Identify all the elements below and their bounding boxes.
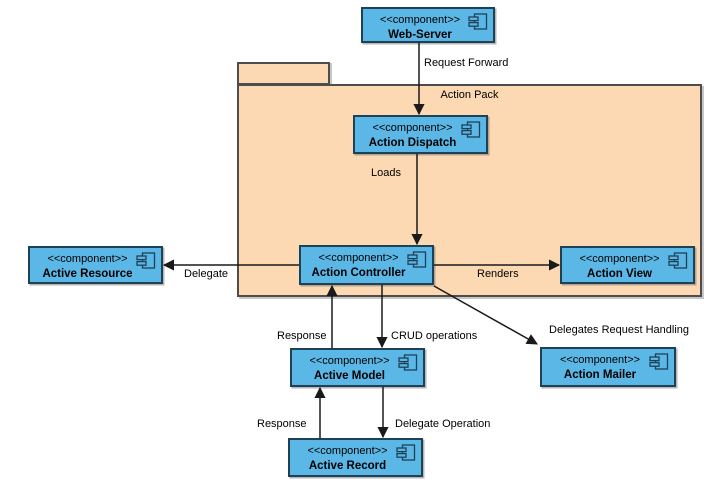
component-active-model: <<component>> Active Model <box>290 348 425 387</box>
component-action-view: <<component>> Action View <box>560 246 695 284</box>
component-stereotype: <<component>> <box>47 253 128 265</box>
component-action-mailer: <<component>> Action Mailer <box>540 347 676 387</box>
edge-label-request-forward: Request Forward <box>424 57 509 69</box>
component-icon <box>136 252 156 269</box>
edge-label-delegate-operation: Delegate Operation <box>395 418 491 430</box>
edge-label-delegates-request-handling: Delegates Request Handling <box>549 324 690 336</box>
component-stereotype: <<component>> <box>559 354 641 366</box>
component-name: Action Controller <box>311 267 406 279</box>
component-icon <box>668 252 688 269</box>
edge-label-delegate: Delegate <box>184 268 229 280</box>
component-stereotype: <<component>> <box>318 252 399 264</box>
component-action-dispatch: <<component>> Action Dispatch <box>353 115 488 154</box>
component-name: Active Resource <box>42 268 133 280</box>
component-stereotype: <<component>> <box>309 355 390 367</box>
edge-label-loads: Loads <box>371 167 401 179</box>
component-name: Action Mailer <box>563 369 637 381</box>
edge-label-renders: Renders <box>477 268 519 280</box>
component-name: Active Record <box>308 460 387 472</box>
component-stereotype: <<component>> <box>372 122 453 134</box>
component-stereotype: <<component>> <box>307 445 388 457</box>
component-name: Active Model <box>314 370 385 382</box>
component-icon <box>468 13 488 30</box>
edge-label-response-model-to-controller: Response <box>277 330 327 342</box>
component-icon <box>649 353 669 370</box>
component-name: Action Dispatch <box>368 137 457 149</box>
component-stereotype: <<component>> <box>379 14 461 26</box>
component-icon <box>398 354 418 371</box>
component-web-server: <<component>> Web-Server <box>361 7 495 43</box>
edge-label-response-record-to-model: Response <box>257 418 307 430</box>
package-label: Action Pack <box>440 89 499 101</box>
component-active-record: <<component>> Active Record <box>288 438 423 477</box>
component-name: Action View <box>587 268 652 280</box>
edge-label-crud-operations: CRUD operations <box>391 330 478 342</box>
component-icon <box>396 444 416 461</box>
component-action-controller: <<component>> Action Controller <box>299 245 434 285</box>
component-icon <box>461 121 481 138</box>
package-tab <box>237 62 330 85</box>
component-name: Web-Server <box>388 29 452 41</box>
component-stereotype: <<component>> <box>579 253 660 265</box>
component-icon <box>407 251 427 268</box>
component-active-resource: <<component>> Active Resource <box>28 246 163 284</box>
